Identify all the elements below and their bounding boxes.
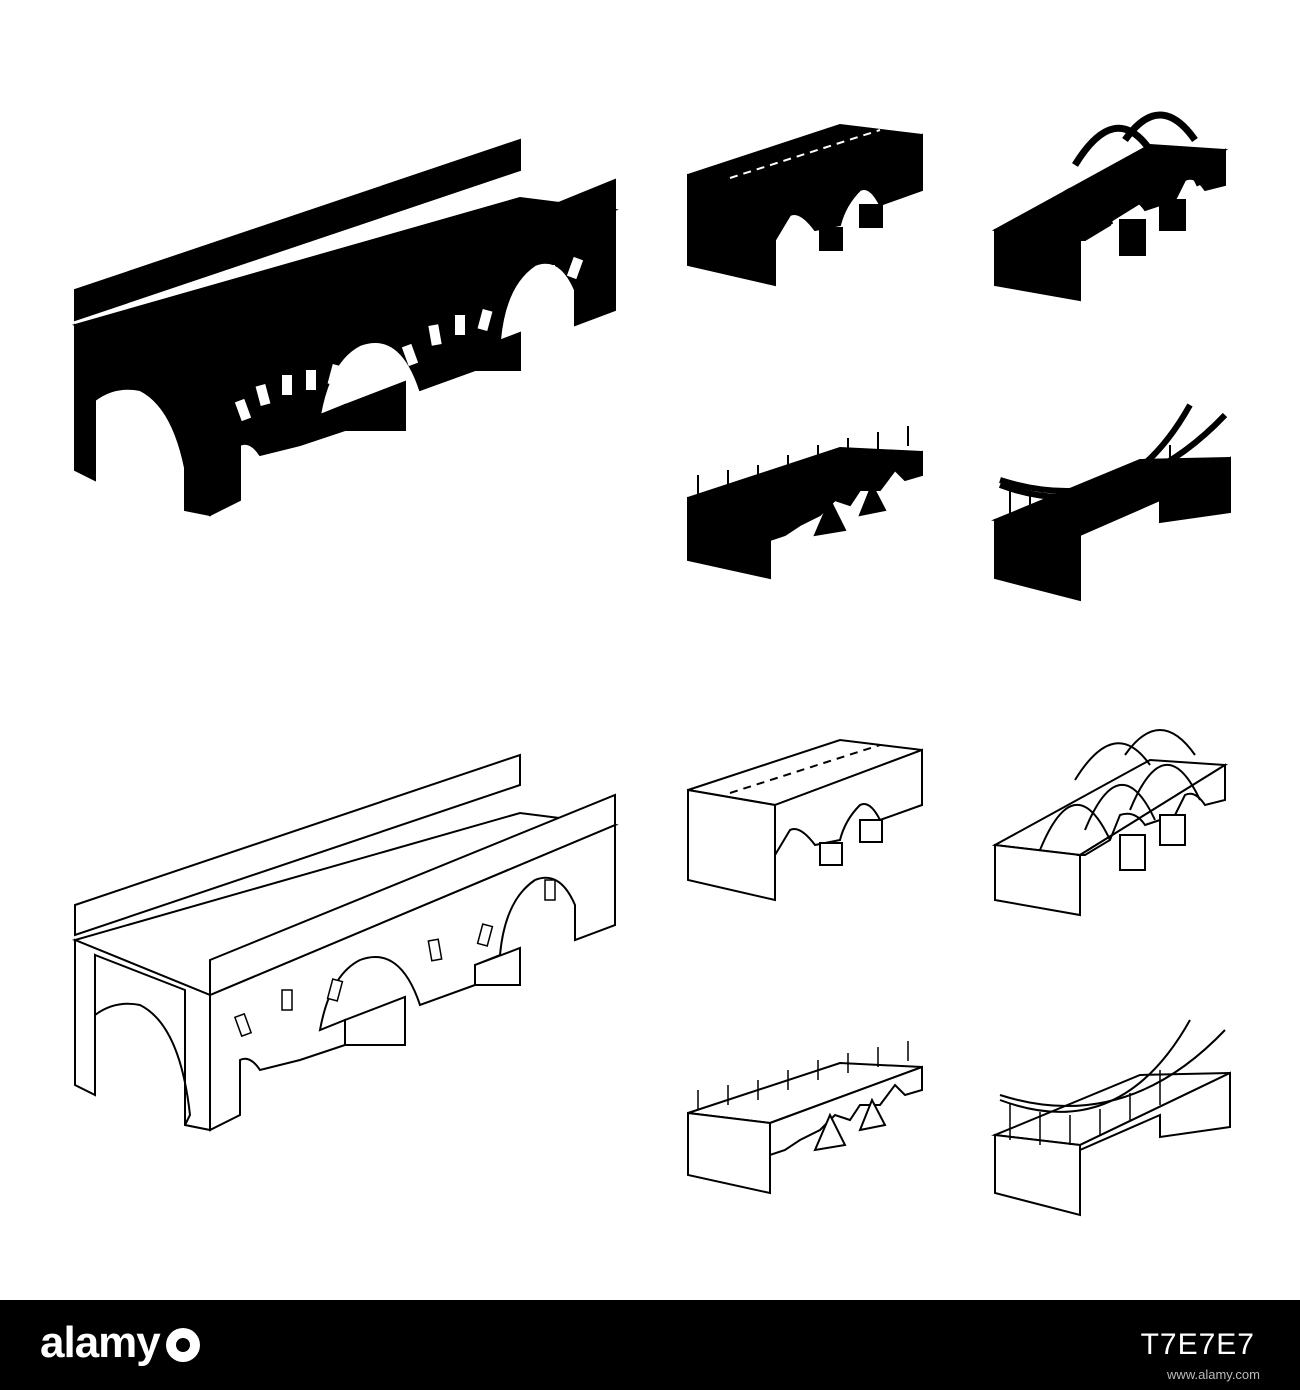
image-id: T7E7E7: [1140, 1328, 1255, 1361]
stone-arch-bridge-icon-outline: [74, 754, 616, 1131]
logo-mark-icon: [165, 1328, 200, 1363]
stone-arch-bridge-icon-black: [74, 139, 616, 516]
arch-truss-bridge-icon-outline: [994, 729, 1226, 916]
logo-text: alamy: [40, 1318, 161, 1367]
logo: alamy: [40, 1318, 200, 1368]
footer-info: www.alamy.com: [1167, 1367, 1260, 1382]
lamp-bridge-icon-black: [687, 426, 923, 579]
footer-bar: alamy T7E7E7 www.alamy.com: [0, 1300, 1300, 1390]
arch-truss-bridge-icon-black: [994, 115, 1226, 301]
lamp-bridge-icon-outline: [687, 1041, 923, 1194]
road-bridge-icon-black: [687, 124, 923, 286]
bridge-icon-sheet: [74, 0, 1231, 1216]
road-bridge-icon-outline: [687, 739, 923, 901]
suspension-bridge-icon-outline: [994, 1019, 1231, 1216]
suspension-bridge-icon-black: [994, 405, 1231, 601]
